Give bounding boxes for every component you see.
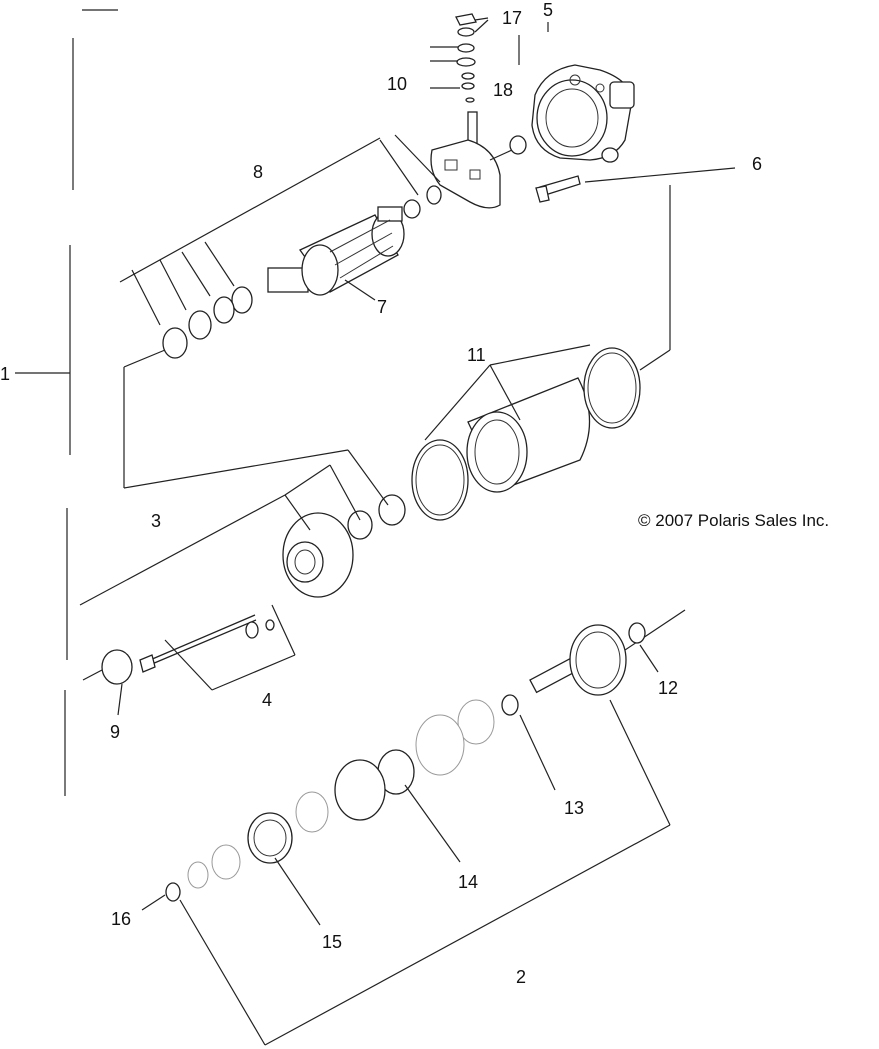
bolt-assembly-part-4 (139, 604, 296, 691)
group-bracket-lines (123, 185, 671, 489)
callout-4: 4 (262, 690, 272, 710)
callout-5: 5 (543, 0, 553, 20)
copyright-notice: © 2007 Polaris Sales Inc. (638, 511, 829, 530)
callout-2: 2 (516, 967, 526, 987)
rear-housing-part-5 (531, 22, 635, 163)
callout-12: 12 (658, 678, 678, 698)
pinion-gear-part-12 (529, 609, 686, 696)
callout-10: 10 (387, 74, 407, 94)
callout-6: 6 (752, 154, 762, 174)
callout-8: 8 (253, 162, 263, 182)
callout-7: 7 (377, 297, 387, 317)
callout-leaders (141, 279, 671, 1046)
callout-17: 17 (502, 8, 522, 28)
callout-15: 15 (322, 932, 342, 952)
callout-9: 9 (110, 722, 120, 742)
callout-11: 11 (467, 345, 486, 365)
callout-1: 1 (0, 364, 10, 384)
callout-13: 13 (564, 798, 584, 818)
nut-washer-stack-17-10 (430, 13, 489, 103)
callout-14: 14 (458, 872, 478, 892)
callout-3: 3 (151, 511, 161, 531)
end-cap-part-9 (82, 649, 133, 716)
brush-plate-assembly (430, 35, 527, 209)
field-housing-part-11 (411, 344, 641, 521)
assembly-bracket-1 (15, 9, 118, 796)
clutch-components (165, 694, 519, 902)
through-bolt-part-6 (535, 167, 736, 203)
front-bracket-part-3 (79, 449, 406, 606)
armature-part-7 (267, 206, 405, 296)
callout-16: 16 (111, 909, 131, 929)
callout-18: 18 (493, 80, 513, 100)
washers-part-8 (119, 134, 442, 359)
